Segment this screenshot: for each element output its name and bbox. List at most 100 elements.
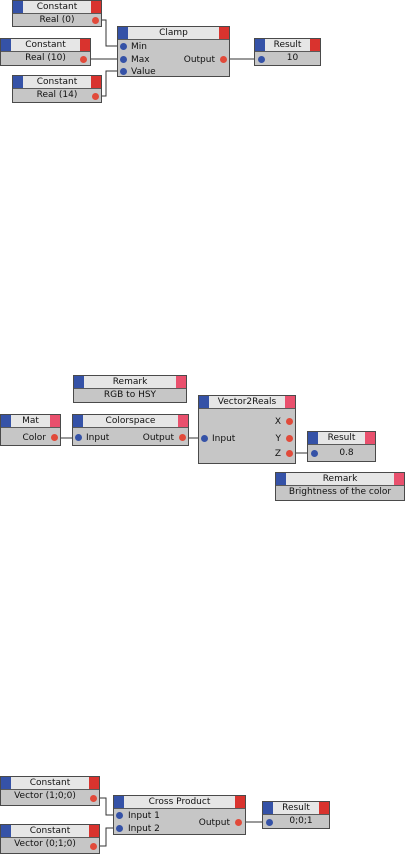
node-header-left-tab xyxy=(199,396,209,408)
node-header-right-tab xyxy=(319,802,329,814)
node-value: Real (10) xyxy=(25,53,66,63)
input-port-1[interactable] xyxy=(116,812,123,819)
constant-node-vector-0-1-0[interactable]: Constant Vector (0;1;0) xyxy=(0,824,100,854)
remark-node-rgb-to-hsy[interactable]: Remark RGB to HSY xyxy=(73,375,187,403)
cross-product-node[interactable]: Cross Product Input 1 Input 2 Output xyxy=(113,795,246,835)
vector2reals-node[interactable]: Vector2Reals Input X Y Z xyxy=(198,395,296,464)
output-port-z[interactable] xyxy=(286,450,293,457)
port-label-y: Y xyxy=(275,434,282,444)
node-header[interactable]: Mat xyxy=(1,415,60,428)
node-header[interactable]: Result xyxy=(255,39,320,52)
node-header-left-tab xyxy=(255,39,265,51)
node-value: Real (0) xyxy=(39,15,75,25)
output-port[interactable] xyxy=(220,56,227,63)
port-label-x: X xyxy=(274,417,281,427)
node-header[interactable]: Result xyxy=(263,802,329,815)
node-header-left-tab xyxy=(13,1,23,13)
node-header-left-tab xyxy=(13,76,23,88)
input-port-2[interactable] xyxy=(116,825,123,832)
output-port-y[interactable] xyxy=(286,435,293,442)
output-port[interactable] xyxy=(90,795,97,802)
node-header-right-tab xyxy=(178,415,188,427)
node-header-right-tab xyxy=(89,777,99,789)
node-title: Vector2Reals xyxy=(217,397,277,407)
clamp-node[interactable]: Clamp Min Max Value Output xyxy=(117,26,230,77)
node-title: Result xyxy=(273,40,302,50)
input-port[interactable] xyxy=(201,435,208,442)
node-header-right-tab xyxy=(285,396,295,408)
output-port[interactable] xyxy=(51,434,58,441)
constant-node-vector-1-0-0[interactable]: Constant Vector (1;0;0) xyxy=(0,776,100,806)
node-header[interactable]: Cross Product xyxy=(114,796,245,809)
node-value: Vector (0;1;0) xyxy=(14,839,76,849)
node-title: Constant xyxy=(29,778,71,788)
input-port-min[interactable] xyxy=(120,43,127,50)
node-header-right-tab xyxy=(50,415,60,427)
node-header-right-tab xyxy=(365,432,375,444)
result-node-0-8[interactable]: Result 0.8 xyxy=(307,431,376,462)
node-header-left-tab xyxy=(263,802,273,814)
mat-node[interactable]: Mat Color xyxy=(0,414,61,446)
node-header[interactable]: Constant xyxy=(13,76,101,89)
output-port[interactable] xyxy=(179,434,186,441)
node-header[interactable]: Constant xyxy=(1,825,99,838)
result-node-0-0-1[interactable]: Result 0;0;1 xyxy=(262,801,330,829)
port-label-output: Output xyxy=(142,433,174,443)
input-port[interactable] xyxy=(266,819,273,826)
remark-node-brightness[interactable]: Remark Brightness of the color xyxy=(275,472,405,501)
node-header-right-tab xyxy=(310,39,320,51)
node-header-right-tab xyxy=(394,473,404,485)
node-header-left-tab xyxy=(308,432,318,444)
output-port[interactable] xyxy=(92,93,99,100)
node-value: 10 xyxy=(286,53,299,63)
node-header[interactable]: Constant xyxy=(1,39,90,52)
node-header-right-tab xyxy=(235,796,245,808)
node-title: Constant xyxy=(36,2,78,12)
node-header[interactable]: Vector2Reals xyxy=(199,396,295,409)
node-header-left-tab xyxy=(1,415,11,427)
node-header[interactable]: Constant xyxy=(13,1,101,14)
constant-node-real-14[interactable]: Constant Real (14) xyxy=(12,75,102,103)
input-port[interactable] xyxy=(75,434,82,441)
node-header-left-tab xyxy=(114,796,124,808)
output-port[interactable] xyxy=(90,843,97,850)
port-label-value: Value xyxy=(131,67,156,77)
result-node-10[interactable]: Result 10 xyxy=(254,38,321,66)
port-label-color: Color xyxy=(22,433,47,443)
node-title: Remark xyxy=(112,377,148,387)
node-header[interactable]: Clamp xyxy=(118,27,229,40)
node-header[interactable]: Colorspace xyxy=(73,415,188,428)
node-header-left-tab xyxy=(1,777,11,789)
node-title: Result xyxy=(282,803,310,813)
node-title: Constant xyxy=(25,40,66,50)
port-label-input: Input xyxy=(212,434,236,444)
port-label-output: Output xyxy=(183,55,215,65)
constant-node-real-0[interactable]: Constant Real (0) xyxy=(12,0,102,27)
node-title: Clamp xyxy=(159,28,188,38)
node-header-right-tab xyxy=(80,39,90,51)
input-port-max[interactable] xyxy=(120,56,127,63)
output-port[interactable] xyxy=(235,819,242,826)
node-header[interactable]: Remark xyxy=(74,376,186,389)
input-port[interactable] xyxy=(258,56,265,63)
node-value: 0;0;1 xyxy=(289,816,313,826)
output-port[interactable] xyxy=(92,17,99,24)
port-label-input-2: Input 2 xyxy=(128,824,160,834)
output-port-x[interactable] xyxy=(286,418,293,425)
node-header[interactable]: Constant xyxy=(1,777,99,790)
colorspace-node[interactable]: Colorspace Input Output xyxy=(72,414,189,446)
port-label-z: Z xyxy=(274,449,281,459)
node-header[interactable]: Result xyxy=(308,432,375,445)
node-title: Constant xyxy=(29,826,71,836)
constant-node-real-10[interactable]: Constant Real (10) xyxy=(0,38,91,66)
input-port-value[interactable] xyxy=(120,68,127,75)
output-port[interactable] xyxy=(80,56,87,63)
node-title: Colorspace xyxy=(105,416,156,426)
port-label-min: Min xyxy=(131,42,147,52)
node-title: Result xyxy=(327,433,356,443)
port-label-output: Output xyxy=(198,818,230,828)
node-value: 0.8 xyxy=(339,448,354,458)
node-header[interactable]: Remark xyxy=(276,473,404,486)
node-value: Vector (1;0;0) xyxy=(14,791,76,801)
input-port[interactable] xyxy=(311,450,318,457)
